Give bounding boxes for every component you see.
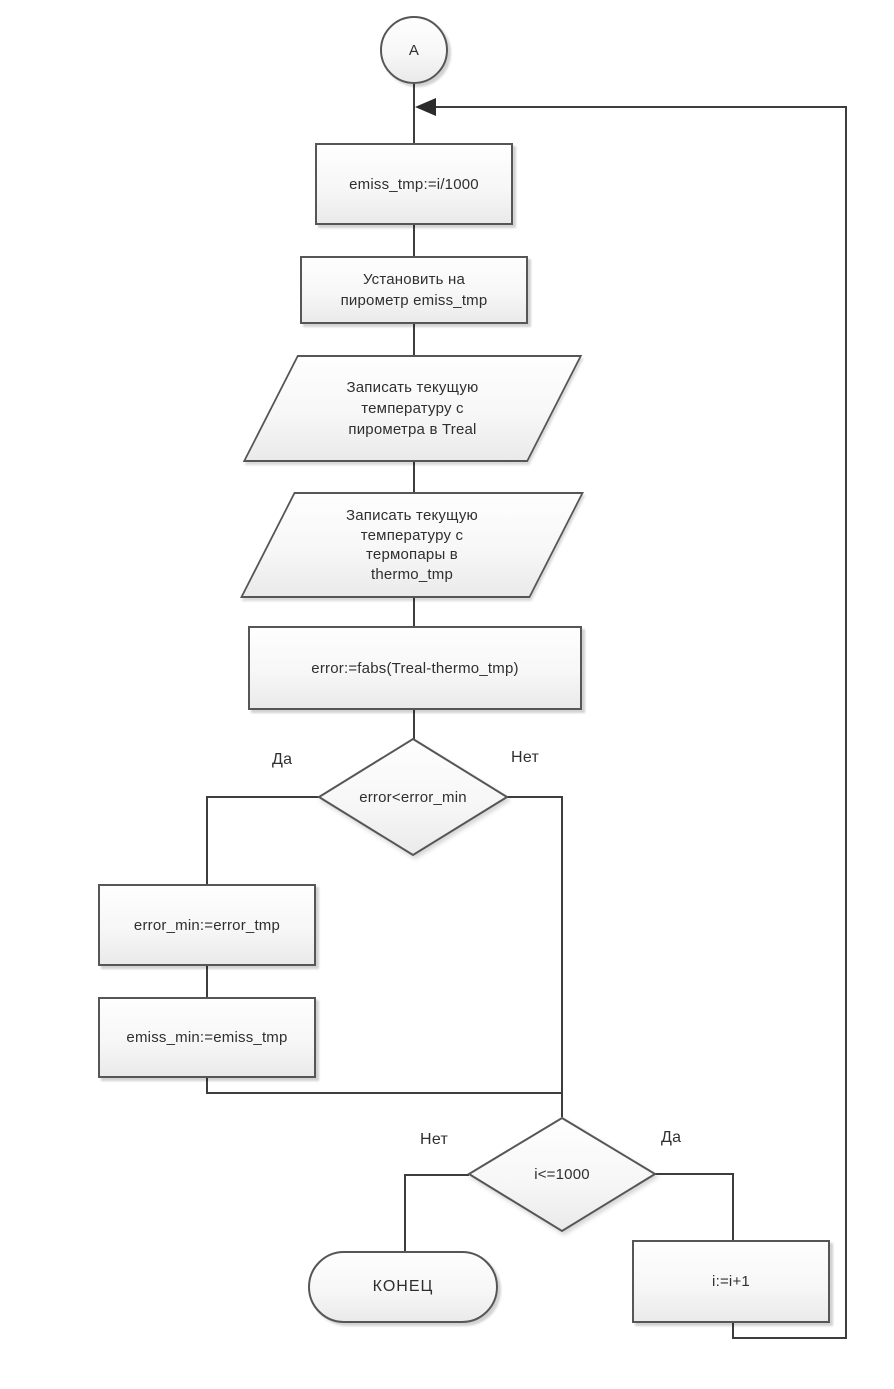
branch-label-no-2: Нет — [420, 1131, 449, 1148]
edge-decision1-no-h — [507, 796, 563, 798]
process-calc-error-label: error:=fabs(Treal-thermo_tmp) — [311, 659, 519, 677]
io-read-thermocouple: Записать текущую температуру с термопары… — [239, 492, 585, 598]
process-emiss-tmp-label: emiss_tmp:=i/1000 — [349, 175, 479, 193]
process-increment: i:=i+1 — [632, 1240, 830, 1323]
edge-read2-to-error — [413, 596, 415, 627]
edge-emiss-to-set — [413, 225, 415, 257]
edge-set-to-read1 — [413, 323, 415, 356]
decision-error-min: error<error_min — [317, 737, 509, 857]
io-read-pyrometer-label: Записать текущую температуру с пирометра… — [346, 379, 479, 438]
process-emiss-tmp: emiss_tmp:=i/1000 — [315, 143, 513, 225]
edge-connector-to-emiss — [413, 84, 415, 144]
diamond-shape — [467, 1116, 657, 1233]
io-read-pyrometer: Записать текущую температуру с пирометра… — [242, 355, 583, 462]
terminator-end: КОНЕЦ — [308, 1251, 498, 1323]
process-assign-error-min-label: error_min:=error_tmp — [133, 916, 281, 934]
edge-left-branch-merge — [206, 1092, 563, 1094]
branch-label-no-1: Нет — [511, 749, 540, 766]
edge-error-to-decision — [413, 710, 415, 739]
decision-error-min-label: error<error_min — [359, 788, 467, 806]
edge-emissmin-down — [206, 1078, 208, 1094]
process-set-pyrometer: Установить на пирометр emiss_tmp — [300, 256, 528, 324]
io-read-thermocouple-label: Записать текущую температуру с термопары… — [345, 507, 478, 583]
decision-loop: i<=1000 — [467, 1116, 657, 1233]
terminator-end-label: КОНЕЦ — [372, 1277, 434, 1295]
edge-loop-right — [845, 106, 847, 1339]
process-calc-error: error:=fabs(Treal-thermo_tmp) — [248, 626, 582, 710]
process-assign-emiss-min: emiss_min:=emiss_tmp — [98, 997, 316, 1078]
process-increment-label: i:=i+1 — [712, 1273, 750, 1290]
edge-decision2-no-v — [404, 1174, 406, 1251]
edge-decision1-yes-h — [206, 796, 319, 798]
decision-loop-label: i<=1000 — [534, 1166, 590, 1183]
edge-decision2-yes-h — [655, 1173, 733, 1175]
edge-decision2-yes-v — [732, 1173, 734, 1240]
edge-errormin-to-emissmin — [206, 966, 208, 997]
edge-increment-out — [732, 1322, 734, 1339]
edge-read1-to-read2 — [413, 461, 415, 493]
process-set-pyrometer-label: Установить на пирометр emiss_tmp — [340, 271, 488, 309]
connector-a-label: A — [408, 41, 420, 59]
branch-label-yes-1: Да — [272, 751, 293, 768]
connector-a: A — [380, 16, 448, 84]
edge-decision1-no-v — [561, 796, 563, 1117]
edge-decision2-no-h — [404, 1174, 469, 1176]
edge-loop-bottom — [732, 1337, 847, 1339]
diamond-shape — [317, 737, 509, 857]
edge-decision1-yes-v — [206, 796, 208, 884]
process-assign-emiss-min-label: emiss_min:=emiss_tmp — [126, 1029, 288, 1046]
edge-loop-top — [436, 106, 847, 108]
branch-label-yes-2: Да — [661, 1129, 682, 1146]
arrowhead-loop-return-icon — [415, 98, 436, 116]
process-assign-error-min: error_min:=error_tmp — [98, 884, 316, 966]
